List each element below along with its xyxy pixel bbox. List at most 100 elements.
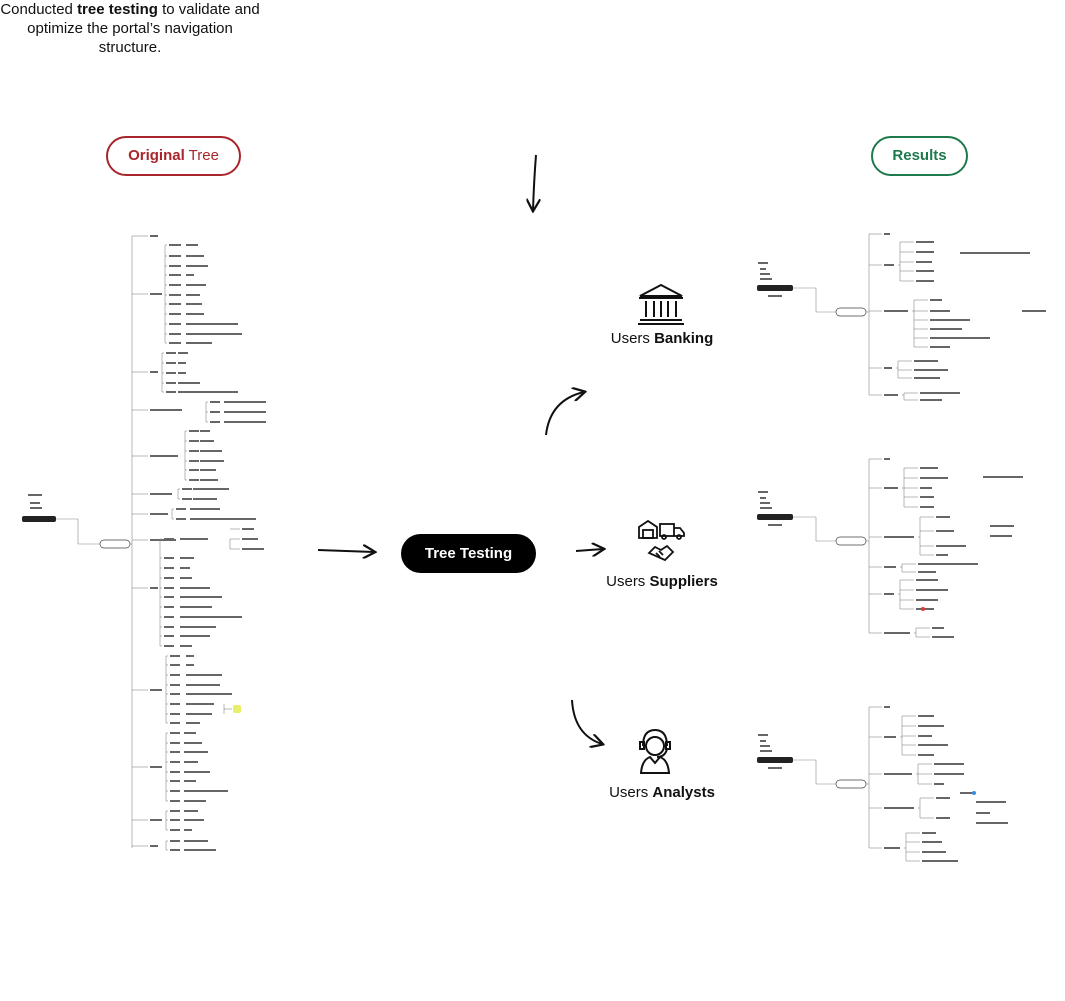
tree-node-text (916, 241, 934, 243)
tree-node-text (884, 807, 914, 809)
tree-node-text (164, 567, 174, 569)
tree-node-text (164, 557, 174, 559)
tree-node-text (936, 530, 954, 532)
tree-node-text (176, 518, 186, 520)
users-analysts-bold: Analysts (652, 784, 715, 801)
tree-node-text (186, 674, 222, 676)
tree-node-text (936, 817, 950, 819)
tree-node-text (164, 616, 174, 618)
tree-node-text (170, 722, 180, 724)
tree-node-text (193, 488, 229, 490)
tree-node-text (170, 771, 180, 773)
tree-node-text (768, 295, 782, 297)
tree-node-text (170, 800, 180, 802)
tree-node-text (976, 801, 1006, 803)
tree-node-text (914, 369, 948, 371)
tree-node-text (186, 323, 238, 325)
tree-node-text (920, 496, 934, 498)
tree-node-text (169, 342, 181, 344)
tree-node-text (178, 372, 186, 374)
tree-node-text (242, 538, 258, 540)
tree-node-text (170, 829, 180, 831)
tree-node-text (200, 430, 210, 432)
tree-node-text (169, 313, 181, 315)
tree-node-text (918, 754, 934, 756)
tree-hub-node (835, 307, 867, 317)
tree-node-text (30, 502, 40, 504)
tree-root-node (22, 516, 56, 522)
tree-node-text (186, 703, 214, 705)
tree-node-text (760, 740, 766, 742)
tree-node-text (164, 538, 174, 540)
tree-node-text (189, 450, 199, 452)
tree-node-text (990, 535, 1012, 537)
tree-node-text (884, 706, 890, 708)
tree-node-text (960, 252, 1030, 254)
tree-node-text (936, 516, 950, 518)
tree-node-text (170, 849, 180, 851)
tree-node-text (164, 626, 174, 628)
tree-node-text (186, 693, 232, 695)
tree-node-text (169, 303, 181, 305)
tree-node-text (186, 684, 220, 686)
tree-node-text (180, 645, 192, 647)
tree-node-text (169, 323, 181, 325)
tree-node-text (884, 264, 894, 266)
tree-node-text (760, 273, 770, 275)
tree-node-text (224, 421, 266, 423)
tree-node-text (150, 493, 172, 495)
tree-node-text (932, 636, 954, 638)
tree-node-text (170, 810, 180, 812)
tree-node-text (170, 684, 180, 686)
tree-node-text (178, 382, 200, 384)
warehouse-truck-handshake-icon (638, 519, 685, 562)
tree-node-text (180, 587, 210, 589)
tree-node-text (983, 476, 1023, 478)
tree-node-text (884, 566, 896, 568)
tree-node-text (184, 810, 198, 812)
original-tree-pill: Original Tree (106, 136, 241, 176)
tree-node-text (180, 616, 242, 618)
tree-node-text (150, 455, 178, 457)
users-banking-prefix: Users (610, 330, 655, 347)
tree-node-text (210, 411, 220, 413)
original-bold: Original (128, 147, 185, 164)
tree-node-text (934, 783, 944, 785)
tree-node-text (150, 689, 162, 691)
tree-node-text (920, 477, 948, 479)
tree-node-text (182, 488, 192, 490)
tree-hub-node (835, 536, 867, 546)
tree-node-text (180, 626, 216, 628)
tree-node-text (930, 319, 970, 321)
tree-node-text (960, 792, 974, 794)
tree-node-text (760, 502, 770, 504)
marker-dot (972, 791, 976, 795)
tree-node-text (193, 498, 217, 500)
tree-node-text (186, 294, 200, 296)
tree-node-text (1022, 310, 1046, 312)
tree-node-text (150, 513, 168, 515)
bank-icon (638, 283, 684, 325)
tree-node-text (150, 539, 176, 541)
tree-node-text (186, 342, 212, 344)
tree-node-text (190, 518, 256, 520)
tree-node-text (150, 409, 182, 411)
tree-node-text (166, 391, 176, 393)
tree-node-text (184, 840, 208, 842)
tree-node-text (200, 450, 222, 452)
tree-node-text (190, 508, 220, 510)
tree-node-text (884, 593, 894, 595)
tree-node-text (184, 849, 216, 851)
tree-node-text (884, 487, 898, 489)
tree-node-text (936, 797, 950, 799)
tree-node-text (180, 567, 190, 569)
tree-root-node (757, 285, 793, 291)
tree-node-text (186, 265, 208, 267)
tree-node-text (884, 773, 912, 775)
tree-node-text (916, 599, 938, 601)
tree-node-text (242, 548, 264, 550)
tree-node-text (918, 571, 936, 573)
tree-node-text (189, 430, 199, 432)
tree-node-text (920, 467, 938, 469)
tree-node-text (170, 751, 180, 753)
